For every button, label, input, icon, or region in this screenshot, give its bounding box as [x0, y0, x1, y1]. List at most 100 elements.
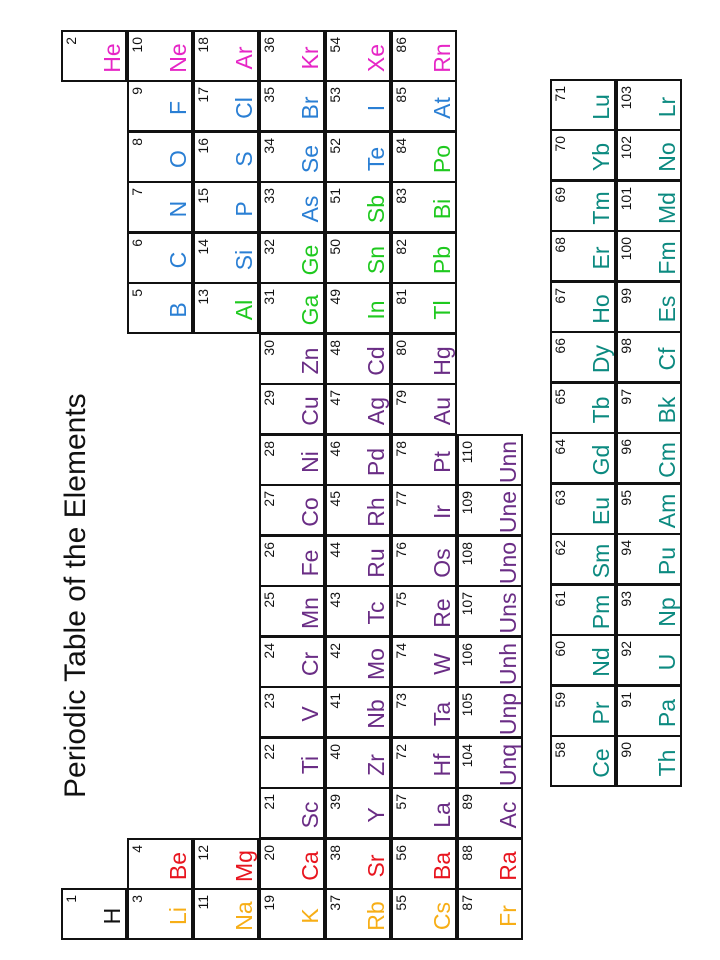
atomic-number: 94	[618, 540, 634, 556]
atomic-number: 51	[327, 188, 343, 204]
element-symbol: Ra	[495, 851, 521, 881]
element-symbol: Gd	[588, 444, 614, 476]
element-symbol: Sb	[363, 194, 389, 224]
element-symbol: At	[429, 97, 455, 119]
atomic-number: 20	[261, 845, 277, 861]
element-symbol: Mn	[297, 597, 323, 629]
atomic-number: 45	[327, 491, 343, 507]
element-symbol: Y	[363, 807, 389, 823]
element-cell-ba: 56 Ba	[391, 838, 457, 890]
element-symbol: H	[99, 907, 125, 925]
element-symbol: W	[429, 653, 455, 675]
element-symbol: Co	[297, 497, 323, 527]
atomic-number: 56	[393, 845, 409, 861]
atomic-number: 19	[261, 895, 277, 911]
element-symbol: Se	[297, 144, 323, 174]
atomic-number: 12	[195, 845, 211, 861]
atomic-number: 2	[63, 37, 79, 45]
element-symbol: V	[297, 706, 323, 722]
atomic-number: 74	[393, 643, 409, 659]
atomic-number: 67	[552, 288, 568, 304]
atomic-number: 109	[459, 491, 475, 515]
atomic-number: 53	[327, 87, 343, 103]
element-symbol: Ru	[363, 548, 389, 578]
atomic-number: 38	[327, 845, 343, 861]
atomic-number: 16	[195, 138, 211, 154]
element-symbol: Rb	[363, 901, 389, 931]
element-symbol: Xe	[363, 43, 389, 73]
atomic-number: 1	[63, 895, 79, 903]
atomic-number: 32	[261, 239, 277, 255]
atomic-number: 13	[195, 289, 211, 305]
element-symbol: Li	[165, 907, 191, 925]
atomic-number: 64	[552, 439, 568, 455]
element-symbol: Fm	[654, 241, 680, 275]
atomic-number: 41	[327, 693, 343, 709]
element-symbol: La	[429, 802, 455, 828]
atomic-number: 108	[459, 542, 475, 566]
element-symbol: Pm	[588, 594, 614, 630]
atomic-number: 8	[129, 138, 145, 146]
atomic-number: 27	[261, 491, 277, 507]
element-symbol: Br	[297, 96, 323, 120]
atomic-number: 7	[129, 188, 145, 196]
element-symbol: Ac	[495, 801, 521, 829]
element-symbol: Cl	[231, 97, 257, 119]
element-symbol: Ar	[231, 46, 257, 70]
element-symbol: Eu	[588, 496, 614, 526]
element-symbol: Np	[654, 597, 680, 627]
atomic-number: 29	[261, 390, 277, 406]
element-symbol: Ba	[429, 851, 455, 881]
element-symbol: Na	[231, 901, 257, 931]
